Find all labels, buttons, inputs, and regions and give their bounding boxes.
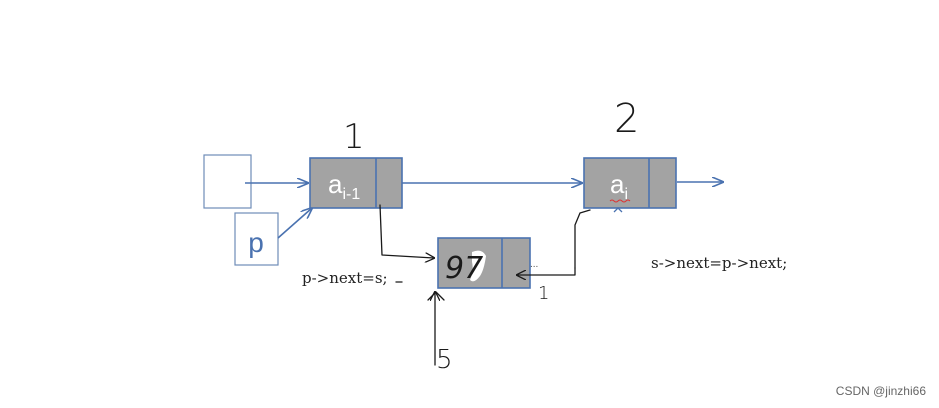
node-a-prev-box <box>309 157 403 209</box>
hand-arrow-up-head <box>427 291 445 301</box>
node-a-prev: ai-1 <box>309 157 403 209</box>
node-new-value: 97 <box>445 251 483 286</box>
node-a-i: ai <box>583 157 677 209</box>
code-left: p->next=s; <box>302 269 388 287</box>
node-a-i-sub: i <box>624 186 628 203</box>
node-a-i-label: ai <box>610 169 628 203</box>
hand-arrow-prev-to-new <box>379 204 434 258</box>
node-a-prev-sub: i-1 <box>342 186 360 203</box>
step-number-one-top: 1 <box>343 117 365 157</box>
ellipsis: ... <box>530 259 538 270</box>
node-new: 97 ... <box>437 237 538 289</box>
watermark: CSDN @jinzhi66 <box>836 384 927 398</box>
hand-arrow-ai-to-new <box>517 267 576 275</box>
hand-arrow-ai-connector <box>574 209 591 269</box>
p-arrow <box>277 208 312 239</box>
step-number-one-small: 1 <box>538 283 549 304</box>
head-pointer-box <box>203 154 252 209</box>
spellcheck-squiggle <box>609 199 631 203</box>
node-a-prev-base: a <box>328 169 343 199</box>
node-a-i-box <box>583 157 677 209</box>
whiteout-patch <box>470 250 486 282</box>
node-a-i-base: a <box>610 169 625 199</box>
pointer-p-label: p <box>248 227 264 258</box>
step-number-two: 2 <box>614 96 639 142</box>
small-arrowhead-under-ai <box>613 207 623 213</box>
code-right: s->next=p->next; <box>651 254 787 272</box>
node-a-prev-label: ai-1 <box>328 169 360 203</box>
step-number-five: 5 <box>436 345 453 375</box>
pointer-p-box <box>234 212 279 266</box>
